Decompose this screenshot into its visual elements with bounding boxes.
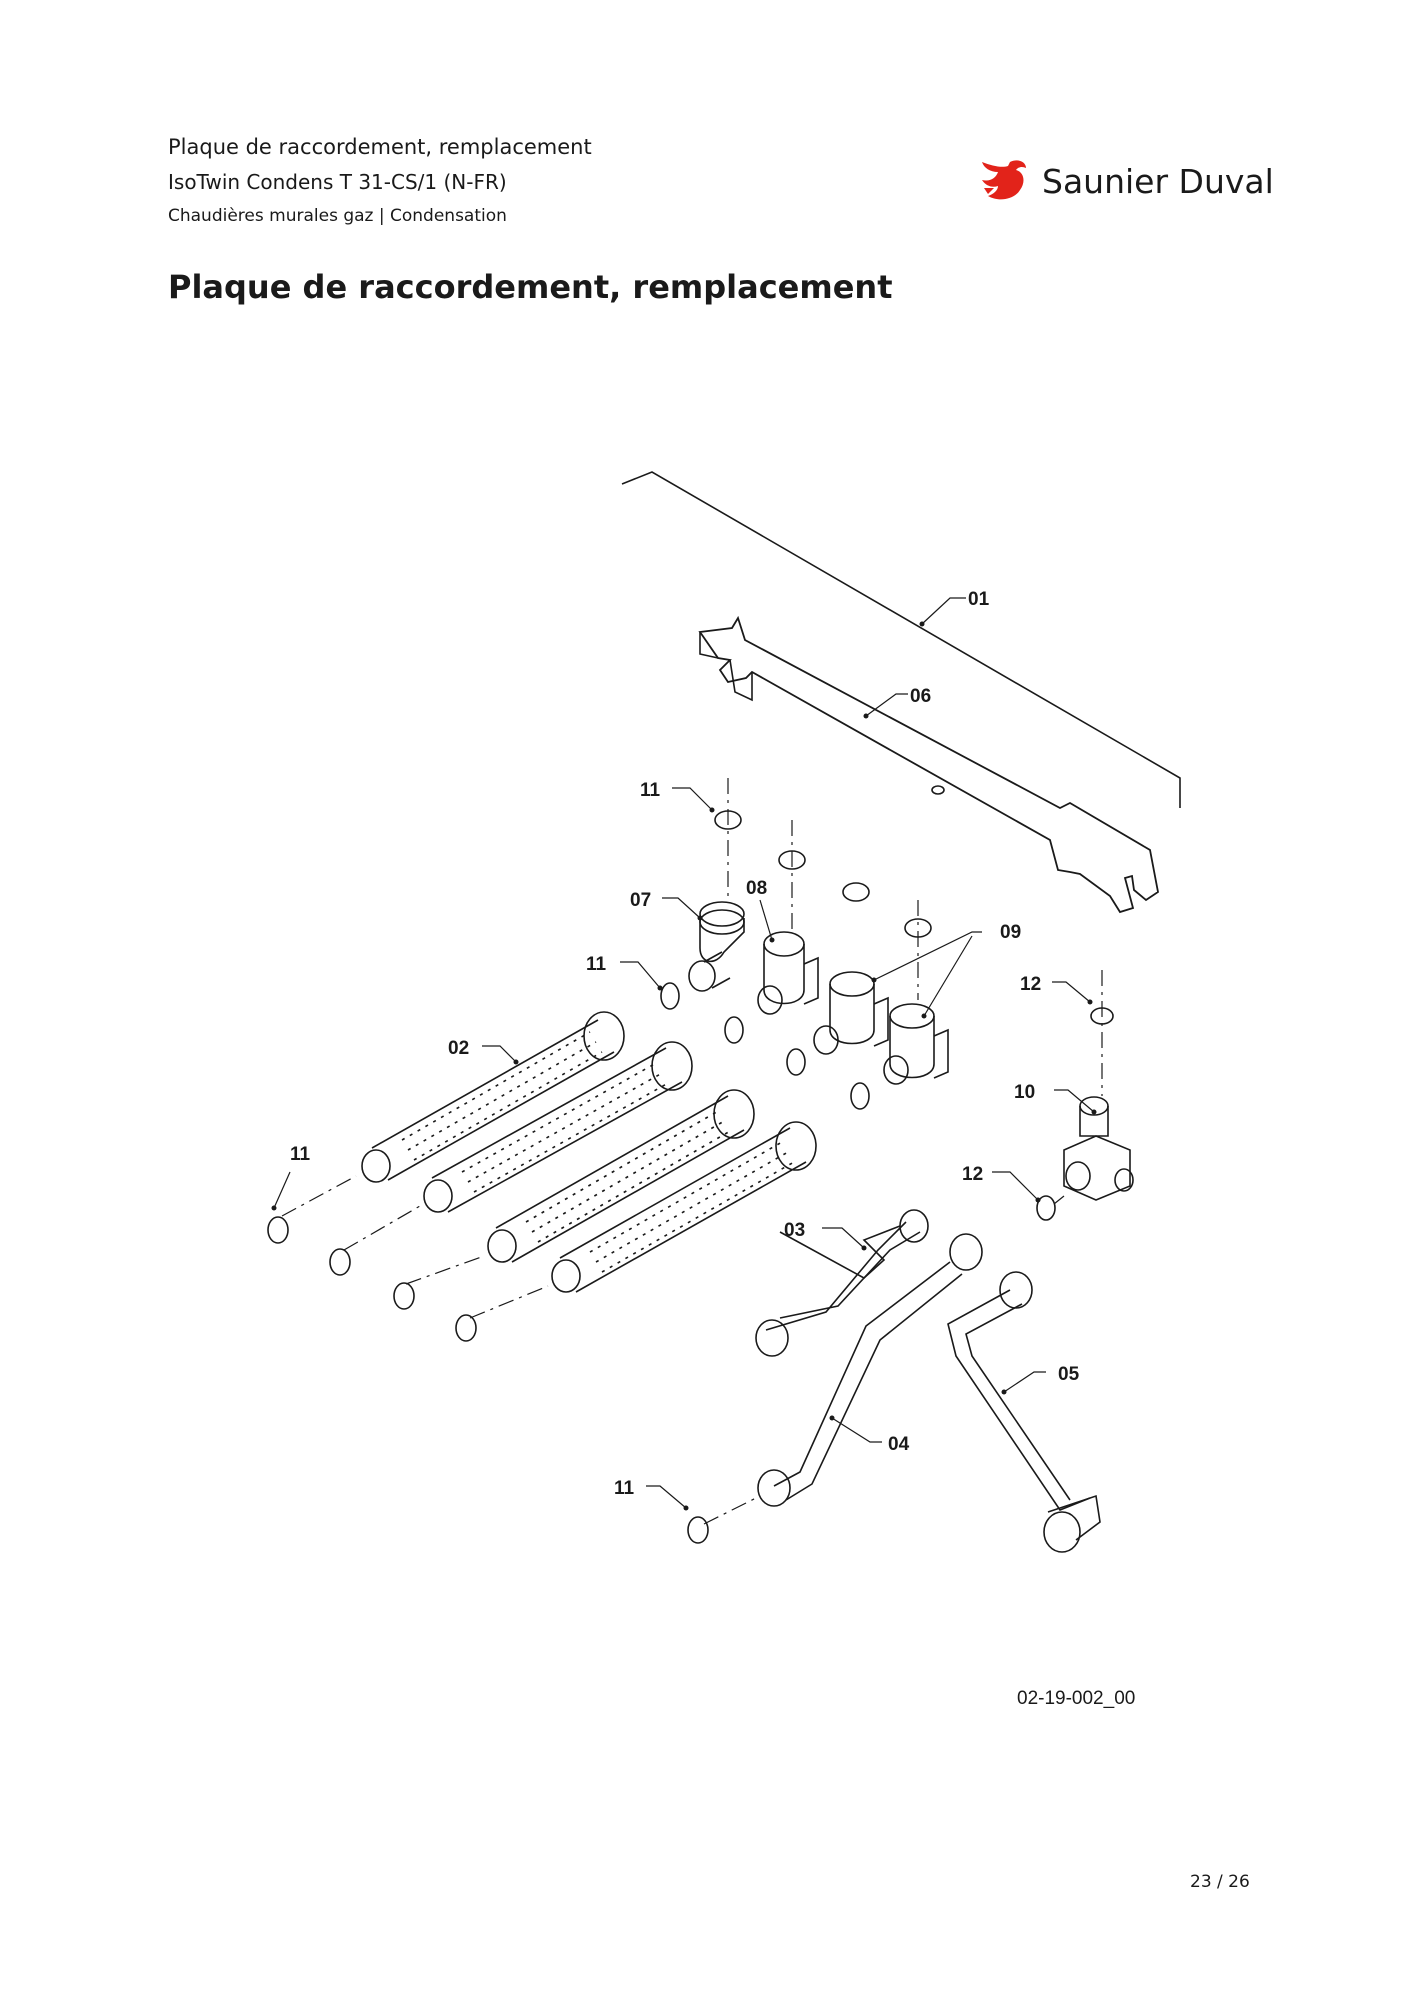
header-category: Chaudières murales gaz | Condensation — [168, 206, 507, 226]
leader-dots — [271, 621, 1097, 1511]
valve-10 — [1063, 1096, 1134, 1201]
valve-09b — [883, 1003, 949, 1085]
brand-logo: Saunier Duval — [980, 158, 1274, 204]
callout-03: 03 — [784, 1220, 805, 1241]
callout-06: 06 — [910, 686, 931, 707]
flex-hose-1 — [361, 1011, 625, 1183]
callout-11-bottom: 11 — [614, 1478, 635, 1499]
page-number: 23 / 26 — [1190, 1872, 1250, 1892]
callout-10: 10 — [1014, 1082, 1035, 1103]
bird-logo-icon — [982, 160, 1026, 200]
callout-04: 04 — [888, 1434, 910, 1455]
pipe-04 — [757, 1233, 983, 1507]
callout-01: 01 — [968, 589, 990, 610]
callout-05: 05 — [1058, 1364, 1080, 1385]
callout-11-left: 11 — [290, 1144, 311, 1165]
callout-08: 08 — [746, 878, 767, 899]
pipe-05 — [947, 1271, 1101, 1553]
callout-11-top: 11 — [640, 780, 661, 801]
callout-11-mid: 11 — [586, 954, 607, 975]
header-doc-title: Plaque de raccordement, remplacement — [168, 135, 592, 159]
pipe-03 — [755, 1209, 929, 1357]
callout-02: 02 — [448, 1038, 469, 1059]
callout-07: 07 — [630, 890, 651, 911]
elbow-fitting — [688, 901, 745, 992]
callout-12-top: 12 — [1020, 974, 1041, 995]
leader-lines — [273, 597, 1095, 1509]
valve-09a — [813, 971, 889, 1055]
valve-08 — [757, 931, 819, 1015]
assembly-outline — [621, 471, 1181, 808]
callout-12-mid: 12 — [962, 1164, 983, 1185]
page-title: Plaque de raccordement, remplacement — [168, 268, 893, 306]
brand-name: Saunier Duval — [1042, 161, 1274, 201]
flex-hose-4 — [551, 1121, 817, 1293]
flex-hose-2 — [423, 1041, 693, 1213]
header-model: IsoTwin Condens T 31-CS/1 (N-FR) — [168, 170, 507, 194]
figure-reference: 02-19-002_00 — [1017, 1688, 1136, 1709]
flex-hose-3 — [487, 1089, 755, 1263]
mounting-rail — [698, 615, 1159, 914]
callout-09: 09 — [1000, 922, 1021, 943]
alignment-lines — [281, 778, 1103, 1525]
